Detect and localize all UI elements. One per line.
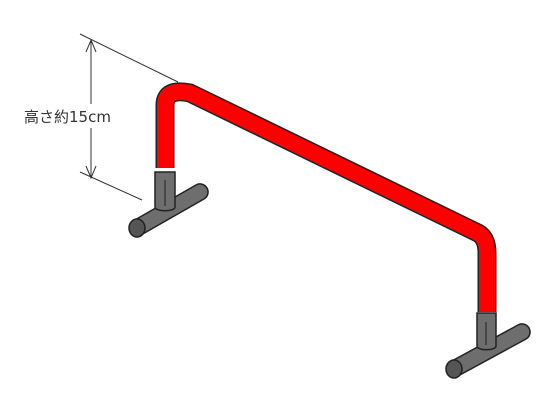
extension-line-bottom (79, 171, 143, 201)
dimension-label: 高さ約15cm (24, 108, 111, 126)
hurdle-bar (155, 82, 497, 312)
extension-line-top (79, 33, 179, 83)
dimension-label-bg (22, 104, 128, 128)
left-foot (128, 171, 209, 238)
arrow-head-top (85, 38, 97, 53)
arrow-head-bottom (85, 165, 97, 180)
right-foot (445, 312, 531, 379)
